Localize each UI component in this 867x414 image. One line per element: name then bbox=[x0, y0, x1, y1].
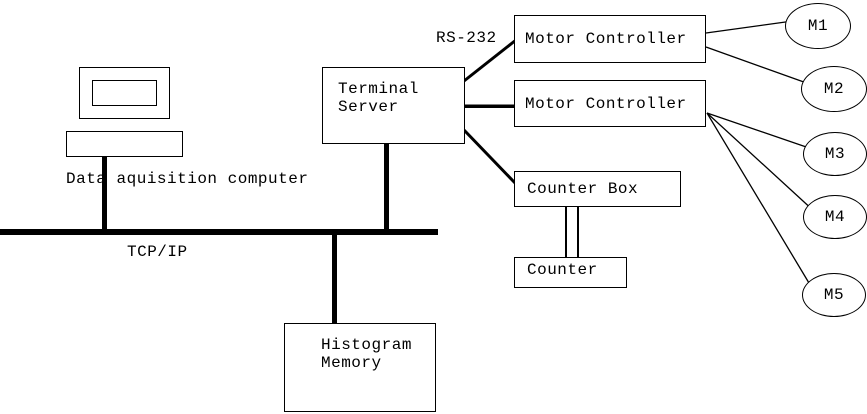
terminal-server-box: Terminal Server bbox=[322, 67, 465, 144]
monitor-screen-icon bbox=[92, 80, 157, 106]
link-mc1-m2 bbox=[705, 46, 816, 87]
keyboard-icon bbox=[66, 131, 183, 157]
motor-controller-2-box: Motor Controller bbox=[514, 80, 706, 127]
link-mc1-m1 bbox=[705, 19, 801, 34]
rs232-link-counter-box bbox=[462, 128, 518, 186]
counter: Counter bbox=[514, 257, 627, 288]
motor-m1: M1 bbox=[785, 3, 851, 49]
link-mc2-m5 bbox=[706, 112, 813, 289]
motor-controller-1-box: Motor Controller bbox=[514, 15, 706, 63]
motor-m3-label: M3 bbox=[824, 145, 846, 163]
histogram-memory-label-line2: Memory bbox=[321, 354, 382, 372]
link-mc2-m3 bbox=[706, 112, 816, 151]
rs232-label: RS-232 bbox=[436, 29, 497, 47]
histogram-memory-box: Histogram Memory bbox=[284, 323, 436, 412]
rs232-link-motor-controller-1 bbox=[463, 38, 517, 83]
tcpip-label: TCP/IP bbox=[127, 243, 188, 261]
counter-label: Counter bbox=[527, 261, 598, 279]
counter-box-label: Counter Box bbox=[527, 180, 639, 198]
motor-m1-label: M1 bbox=[807, 17, 829, 35]
motor-m2-label: M2 bbox=[823, 80, 845, 98]
counter-box: Counter Box bbox=[514, 171, 681, 207]
motor-m4-label: M4 bbox=[824, 208, 846, 226]
motor-controller-2-label: Motor Controller bbox=[525, 94, 687, 113]
histogram-memory-label-line1: Histogram bbox=[321, 336, 412, 354]
motor-controller-1-label: Motor Controller bbox=[525, 30, 687, 48]
computer-label: Data aquisition computer bbox=[66, 170, 309, 188]
link-mc2-m4 bbox=[706, 112, 816, 213]
motor-m5: M5 bbox=[802, 273, 866, 317]
terminal-server-label-line2: Server bbox=[338, 98, 399, 116]
motor-m4: M4 bbox=[803, 195, 867, 239]
motor-m3: M3 bbox=[803, 132, 867, 176]
motor-m5-label: M5 bbox=[823, 286, 845, 304]
terminal-server-label-line1: Terminal bbox=[338, 80, 419, 98]
motor-m2: M2 bbox=[801, 66, 867, 112]
